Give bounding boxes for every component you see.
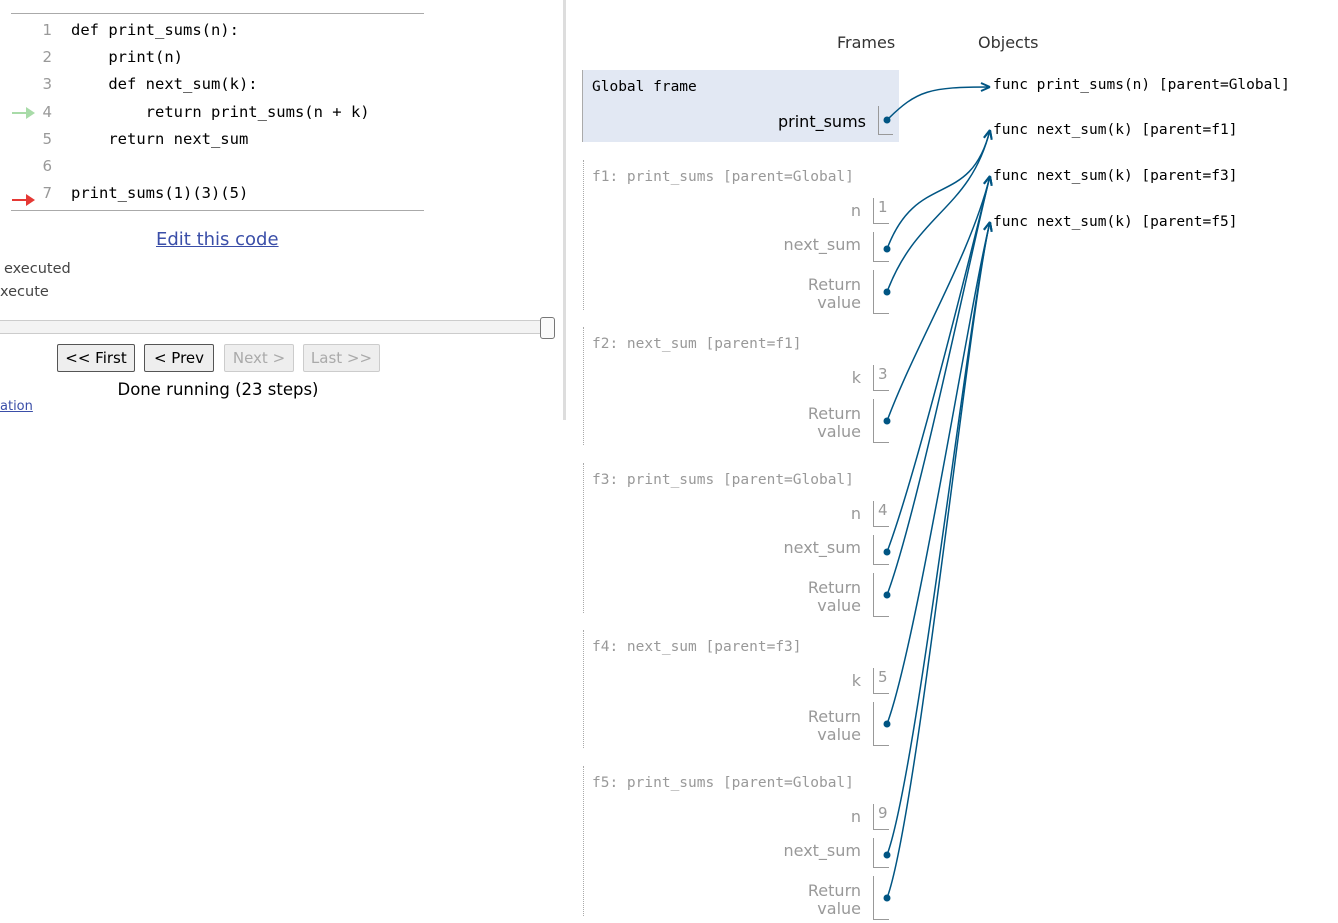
line-number: 4 bbox=[42, 102, 52, 121]
pointer-arrow bbox=[886, 221, 991, 725]
var-value-box bbox=[873, 573, 889, 617]
legend-executed: executed bbox=[4, 261, 71, 277]
var-value-box bbox=[873, 838, 889, 868]
first-button[interactable]: << First bbox=[57, 344, 135, 372]
step-slider[interactable] bbox=[0, 320, 549, 334]
edit-code-link[interactable]: Edit this code bbox=[156, 229, 279, 250]
var-value: 4 bbox=[878, 501, 888, 519]
var-name: next_sum bbox=[783, 841, 861, 860]
arrowhead-icon bbox=[983, 129, 993, 140]
global-frame-title: Global frame bbox=[592, 79, 697, 95]
frame-title: f2: next_sum [parent=f1] bbox=[592, 336, 802, 352]
var-name: next_sum bbox=[783, 235, 861, 254]
frame-title: f4: next_sum [parent=f3] bbox=[592, 639, 802, 655]
frame-title: f1: print_sums [parent=Global] bbox=[592, 169, 854, 185]
arrowhead-icon bbox=[983, 175, 993, 186]
line-number: 5 bbox=[42, 129, 52, 148]
pointer-arrow bbox=[886, 221, 991, 856]
var-value-box: 9 bbox=[873, 804, 889, 830]
prev-button[interactable]: < Prev bbox=[144, 344, 214, 372]
code-line: print(n) bbox=[71, 48, 183, 67]
code-bottom-border bbox=[11, 210, 424, 211]
line-number: 7 bbox=[42, 184, 52, 203]
arrowhead-icon bbox=[983, 175, 993, 186]
line-number: 6 bbox=[42, 157, 52, 175]
var-name: k bbox=[851, 368, 861, 387]
next-line-arrow-icon bbox=[12, 194, 35, 206]
var-value-box: 1 bbox=[873, 198, 889, 224]
objects-header: Objects bbox=[978, 33, 1039, 52]
pointer-arrow bbox=[886, 129, 991, 293]
arrowhead-icon bbox=[980, 82, 991, 92]
pointer-arrow bbox=[886, 129, 991, 250]
slider-handle[interactable] bbox=[540, 317, 555, 339]
var-name-print_sums: print_sums bbox=[778, 112, 866, 131]
pointer-arrow bbox=[886, 86, 991, 121]
global-frame: Global frame print_sums bbox=[582, 70, 899, 142]
var-name: next_sum bbox=[783, 538, 861, 557]
arrowhead-icon bbox=[983, 175, 993, 186]
var-value-box bbox=[873, 399, 889, 443]
var-value-box bbox=[878, 106, 893, 135]
pointer-arrow bbox=[886, 175, 991, 553]
var-value: 3 bbox=[878, 365, 888, 383]
var-value-box bbox=[873, 232, 889, 262]
code-line: def next_sum(k): bbox=[71, 75, 258, 94]
arrowhead-icon bbox=[983, 129, 993, 140]
code-line: def print_sums(n): bbox=[71, 21, 239, 39]
var-value-box: 4 bbox=[873, 501, 889, 527]
code-line: return next_sum bbox=[71, 129, 249, 148]
panel-divider[interactable] bbox=[563, 0, 566, 420]
line-number: 2 bbox=[42, 48, 52, 67]
heap-function-object: func next_sum(k) [parent=f1] bbox=[993, 122, 1238, 138]
var-value-box: 3 bbox=[873, 365, 889, 391]
arrowhead-icon bbox=[983, 221, 993, 232]
var-value-box: 5 bbox=[873, 668, 889, 694]
arrowhead-icon bbox=[983, 221, 993, 232]
last-button[interactable]: Last >> bbox=[303, 344, 380, 372]
code-top-border bbox=[11, 13, 424, 14]
var-value-box bbox=[873, 876, 889, 920]
var-name: n bbox=[850, 807, 861, 826]
heap-function-object: func print_sums(n) [parent=Global] bbox=[993, 77, 1290, 93]
line-number: 3 bbox=[42, 75, 52, 94]
var-name: k bbox=[851, 671, 861, 690]
arrowhead-icon bbox=[983, 221, 993, 232]
code-line: return print_sums(n + k) bbox=[71, 102, 370, 121]
next-button[interactable]: Next > bbox=[224, 344, 294, 372]
heap-function-object: func next_sum(k) [parent=f3] bbox=[993, 168, 1238, 184]
var-value: 9 bbox=[878, 804, 888, 822]
prev-line-arrow-icon bbox=[12, 107, 35, 119]
var-name: n bbox=[850, 201, 861, 220]
var-value-box bbox=[873, 702, 889, 746]
status-text: Done running (23 steps) bbox=[117, 380, 319, 399]
frame-title: f5: print_sums [parent=Global] bbox=[592, 775, 854, 791]
line-number: 1 bbox=[42, 21, 52, 39]
var-value-box bbox=[873, 535, 889, 565]
var-value-box bbox=[873, 270, 889, 314]
var-value: 1 bbox=[878, 198, 888, 216]
var-name: n bbox=[850, 504, 861, 523]
heap-function-object: func next_sum(k) [parent=f5] bbox=[993, 214, 1238, 230]
footer-link[interactable]: ation bbox=[0, 399, 33, 414]
legend-to-execute: xecute bbox=[0, 284, 49, 300]
pointer-arrow bbox=[886, 175, 991, 596]
frames-header: Frames bbox=[837, 33, 896, 52]
code-line: print_sums(1)(3)(5) bbox=[71, 184, 249, 203]
frame-title: f3: print_sums [parent=Global] bbox=[592, 472, 854, 488]
pointer-arrow bbox=[886, 175, 991, 422]
pointer-arrow bbox=[886, 221, 991, 899]
var-value: 5 bbox=[878, 668, 888, 686]
